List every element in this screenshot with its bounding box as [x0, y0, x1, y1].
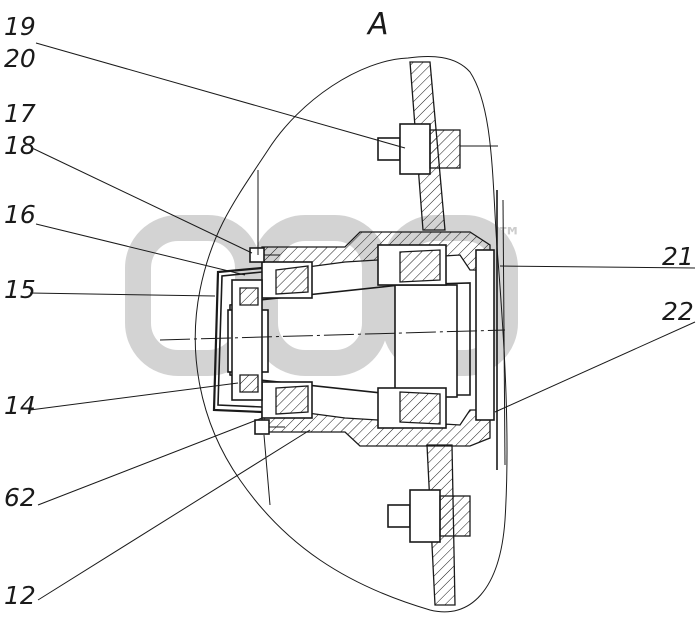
view-label: A — [366, 7, 389, 42]
hub-body — [261, 190, 506, 470]
construction-line-bottom — [263, 434, 271, 506]
callout-17: 17 — [4, 99, 36, 128]
callout-16: 16 — [4, 200, 36, 229]
callout-62: 62 — [4, 483, 36, 512]
callout-15: 15 — [4, 275, 36, 304]
callout-20: 20 — [4, 44, 36, 73]
outer-bearing — [261, 261, 313, 419]
axis-centerline — [159, 329, 506, 341]
callout-18: 18 — [4, 131, 36, 160]
cap-bolt-top — [249, 247, 280, 263]
callout-14: 14 — [4, 391, 36, 420]
wheel-stud-top — [377, 123, 498, 175]
detail-boundary — [194, 56, 508, 613]
leader-lines — [29, 42, 696, 601]
cap-bolt-bottom — [254, 419, 285, 435]
callout-21: 21 — [662, 242, 694, 271]
callout-12: 12 — [4, 581, 36, 610]
watermark-trademark: ™ — [496, 223, 522, 253]
callout-19: 19 — [4, 12, 36, 41]
spindle — [227, 282, 471, 398]
inner-bearing — [377, 244, 447, 429]
hub-nut — [231, 279, 263, 401]
callout-22: 22 — [662, 297, 694, 326]
wheel-stud-bottom — [387, 489, 471, 543]
